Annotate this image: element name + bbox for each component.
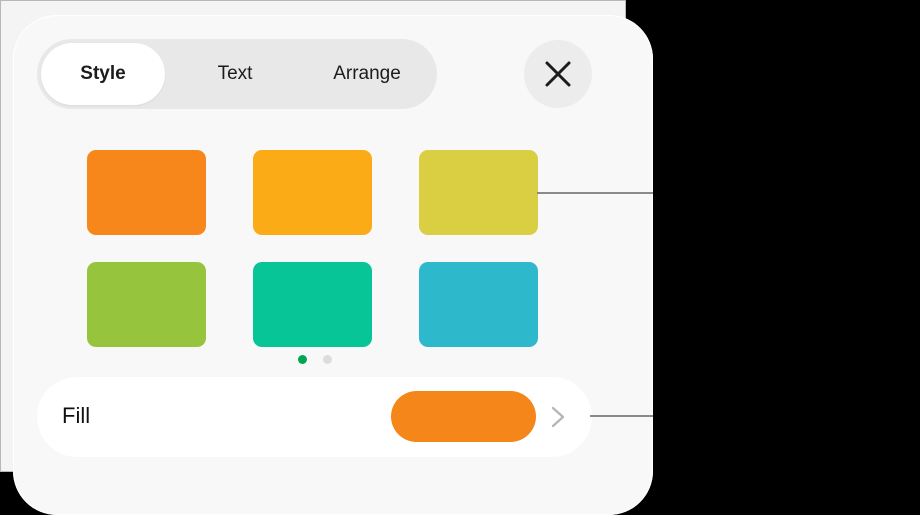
fill-color-chip[interactable] [391, 391, 536, 442]
format-tabs: Style Text Arrange [37, 39, 437, 109]
tab-arrange[interactable]: Arrange [333, 63, 401, 84]
tab-style[interactable]: Style [41, 43, 165, 105]
style-swatch-yellow[interactable] [419, 150, 538, 235]
callout-line-swatches [537, 192, 653, 194]
style-swatch-orange[interactable] [87, 150, 206, 235]
close-icon [545, 61, 571, 87]
format-panel: Style Text Arrange Fill [0, 0, 653, 515]
fill-row[interactable]: Fill [37, 377, 592, 457]
close-button[interactable] [524, 40, 592, 108]
page-dot[interactable] [323, 355, 332, 364]
style-swatch-teal[interactable] [253, 262, 372, 347]
tab-text[interactable]: Text [217, 63, 253, 84]
page-dot-active[interactable] [298, 355, 307, 364]
style-swatch-green[interactable] [87, 262, 206, 347]
style-swatch-cyan[interactable] [419, 262, 538, 347]
style-swatch-amber[interactable] [253, 150, 372, 235]
chevron-right-icon [551, 406, 565, 428]
callout-line-fill [590, 415, 653, 417]
fill-label: Fill [62, 403, 91, 428]
